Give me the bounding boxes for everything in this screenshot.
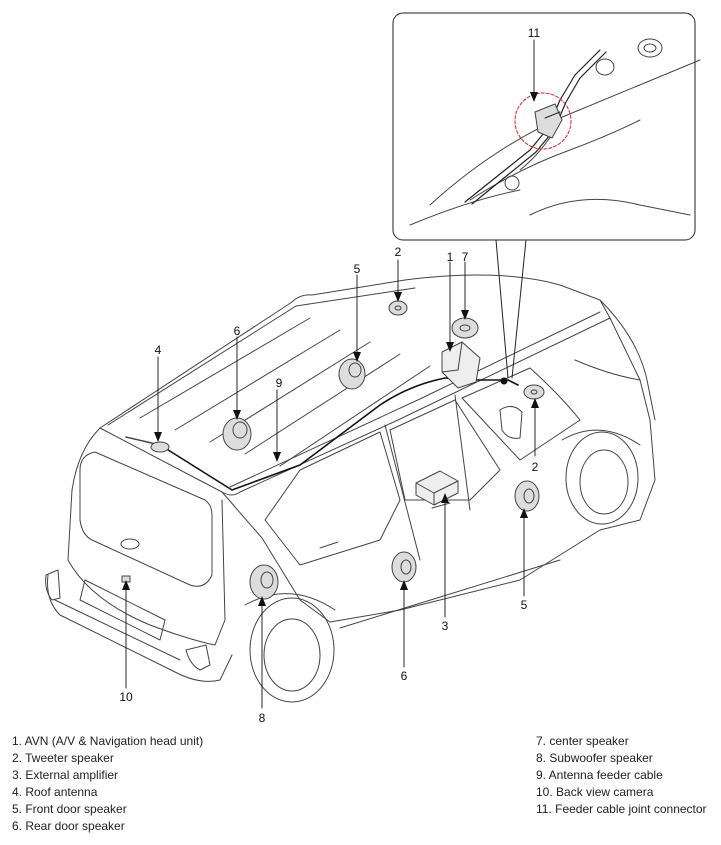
legend-item: 11. Feeder cable joint connector (536, 802, 707, 816)
legend-item: 2. Tweeter speaker (12, 751, 114, 765)
rear-speaker-roof (222, 417, 252, 451)
feeder-joint-dot (500, 377, 508, 385)
callout-3: 3 (442, 619, 449, 633)
legend-right: 7. center speaker 8. Subwoofer speaker 9… (536, 733, 707, 818)
legend-item: 7. center speaker (536, 734, 629, 748)
callout-5-top: 5 (354, 262, 361, 276)
subwoofer-speaker (249, 564, 279, 600)
legend-item: 4. Roof antenna (12, 785, 98, 799)
legend-item: 5. Front door speaker (12, 802, 127, 816)
callout-9: 9 (276, 376, 283, 390)
callout-6-bottom: 6 (401, 669, 408, 683)
callout-4: 4 (155, 343, 162, 357)
car-body (45, 274, 656, 703)
tweeter-speaker-top (388, 300, 408, 316)
rear-door-speaker-lower (391, 551, 417, 583)
legend-item: 10. Back view camera (536, 785, 654, 799)
audio-system-diagram: 1 2 7 5 6 4 9 2 5 3 6 10 8 11 (45, 12, 701, 725)
center-speaker (451, 317, 479, 339)
callout-2-right: 2 (532, 460, 539, 474)
roof-antenna (125, 436, 170, 453)
front-speaker-roof (338, 358, 366, 390)
legend-left: 1. AVN (A/V & Navigation head unit) 2. T… (12, 733, 203, 835)
callout-10: 10 (119, 690, 133, 704)
callout-8: 8 (259, 711, 266, 725)
callout-6-top: 6 (234, 324, 241, 338)
callout-2-top: 2 (395, 245, 402, 259)
connector-highlight (514, 92, 572, 150)
callout-5-right: 5 (521, 598, 528, 612)
legend-item: 8. Subwoofer speaker (536, 751, 653, 765)
arrowheads (122, 92, 539, 606)
legend-item: 9. Antenna feeder cable (536, 768, 663, 782)
legend-item: 1. AVN (A/V & Navigation head unit) (12, 734, 204, 748)
leader-lines (125, 39, 536, 709)
avn-head-unit (441, 341, 481, 389)
tweeter-speaker-right (523, 384, 545, 400)
callout-7: 7 (462, 250, 469, 264)
front-door-speaker-right (514, 480, 540, 512)
connector-inset (392, 12, 701, 379)
callout-1: 1 (447, 250, 454, 264)
legend-item: 3. External amplifier (12, 768, 119, 782)
callout-11: 11 (528, 26, 541, 40)
legend-item: 6. Rear door speaker (12, 819, 125, 833)
external-amplifier (415, 470, 459, 506)
